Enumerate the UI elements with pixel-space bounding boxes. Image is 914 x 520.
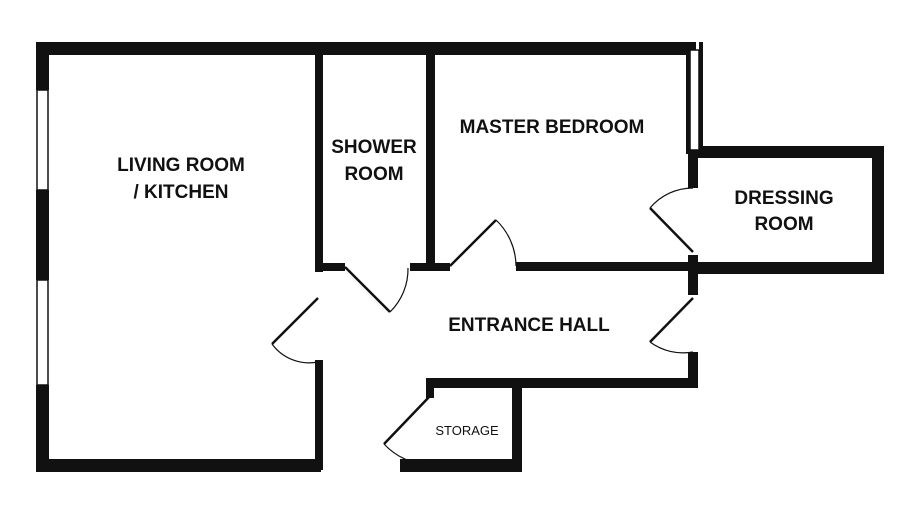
- label-storage: STORAGE: [435, 423, 499, 438]
- window-living-lower: [36, 279, 49, 386]
- wall-living-hall-lower: [315, 360, 323, 470]
- wall-shower-bottom-right: [410, 263, 450, 271]
- wall-dressing-right: [872, 146, 884, 274]
- label-dressing-room-line2: ROOM: [754, 214, 813, 235]
- label-master-bedroom: MASTER BEDROOM: [460, 117, 645, 138]
- wall-hall-bottom: [426, 378, 698, 388]
- door-bedroom-swing: [495, 219, 517, 267]
- door-dressing-leaf: [649, 207, 694, 253]
- wall-storage-left-stub: [426, 378, 434, 398]
- walls: [36, 42, 884, 472]
- wall-hall-right-upper: [688, 255, 698, 295]
- wall-left-middle: [36, 190, 49, 280]
- wall-top: [36, 42, 696, 55]
- door-shower-swing: [389, 267, 409, 313]
- label-living-room-line2: / KITCHEN: [134, 182, 229, 203]
- label-entrance-hall: ENTRANCE HALL: [448, 315, 610, 336]
- wall-left-upper: [36, 42, 49, 90]
- window-living-upper: [36, 89, 49, 191]
- label-shower-room-line2: ROOM: [344, 164, 403, 185]
- door-living-swing: [271, 343, 319, 364]
- wall-living-shower-upper: [315, 42, 323, 272]
- wall-bedroom-right-top-b: [699, 42, 703, 154]
- door-dressing-swing: [649, 187, 694, 209]
- door-bedroom-leaf: [449, 219, 497, 267]
- wall-bedroom-bottom: [516, 262, 698, 271]
- room-labels: LIVING ROOM / KITCHEN SHOWER ROOM MASTER…: [117, 117, 833, 438]
- door-hall-right-swing: [649, 341, 694, 354]
- wall-left-lower: [36, 385, 49, 472]
- wall-hall-right-lower: [688, 352, 698, 388]
- wall-shower-bedroom: [426, 42, 435, 270]
- wall-dressing-top: [690, 146, 884, 158]
- wall-storage-bottom: [400, 459, 522, 472]
- door-living-leaf: [271, 297, 319, 345]
- wall-dressing-bottom: [690, 262, 884, 274]
- label-dressing-room-line1: DRESSING: [734, 188, 833, 209]
- windows: [36, 49, 700, 386]
- label-shower-room-line1: SHOWER: [331, 137, 417, 158]
- door-shower-leaf: [344, 266, 391, 313]
- door-hall-right-leaf: [649, 297, 694, 343]
- door-storage-leaf: [383, 395, 431, 445]
- door-storage-swing: [383, 443, 431, 466]
- wall-bottom-living: [36, 459, 321, 472]
- window-bedroom: [689, 49, 700, 151]
- wall-shower-bottom-left: [315, 263, 345, 271]
- wall-dressing-left-upper: [688, 146, 698, 188]
- doors: [271, 187, 694, 466]
- wall-storage-right: [512, 378, 522, 472]
- wall-bedroom-right-top: [686, 42, 690, 154]
- label-living-room-line1: LIVING ROOM: [117, 155, 245, 176]
